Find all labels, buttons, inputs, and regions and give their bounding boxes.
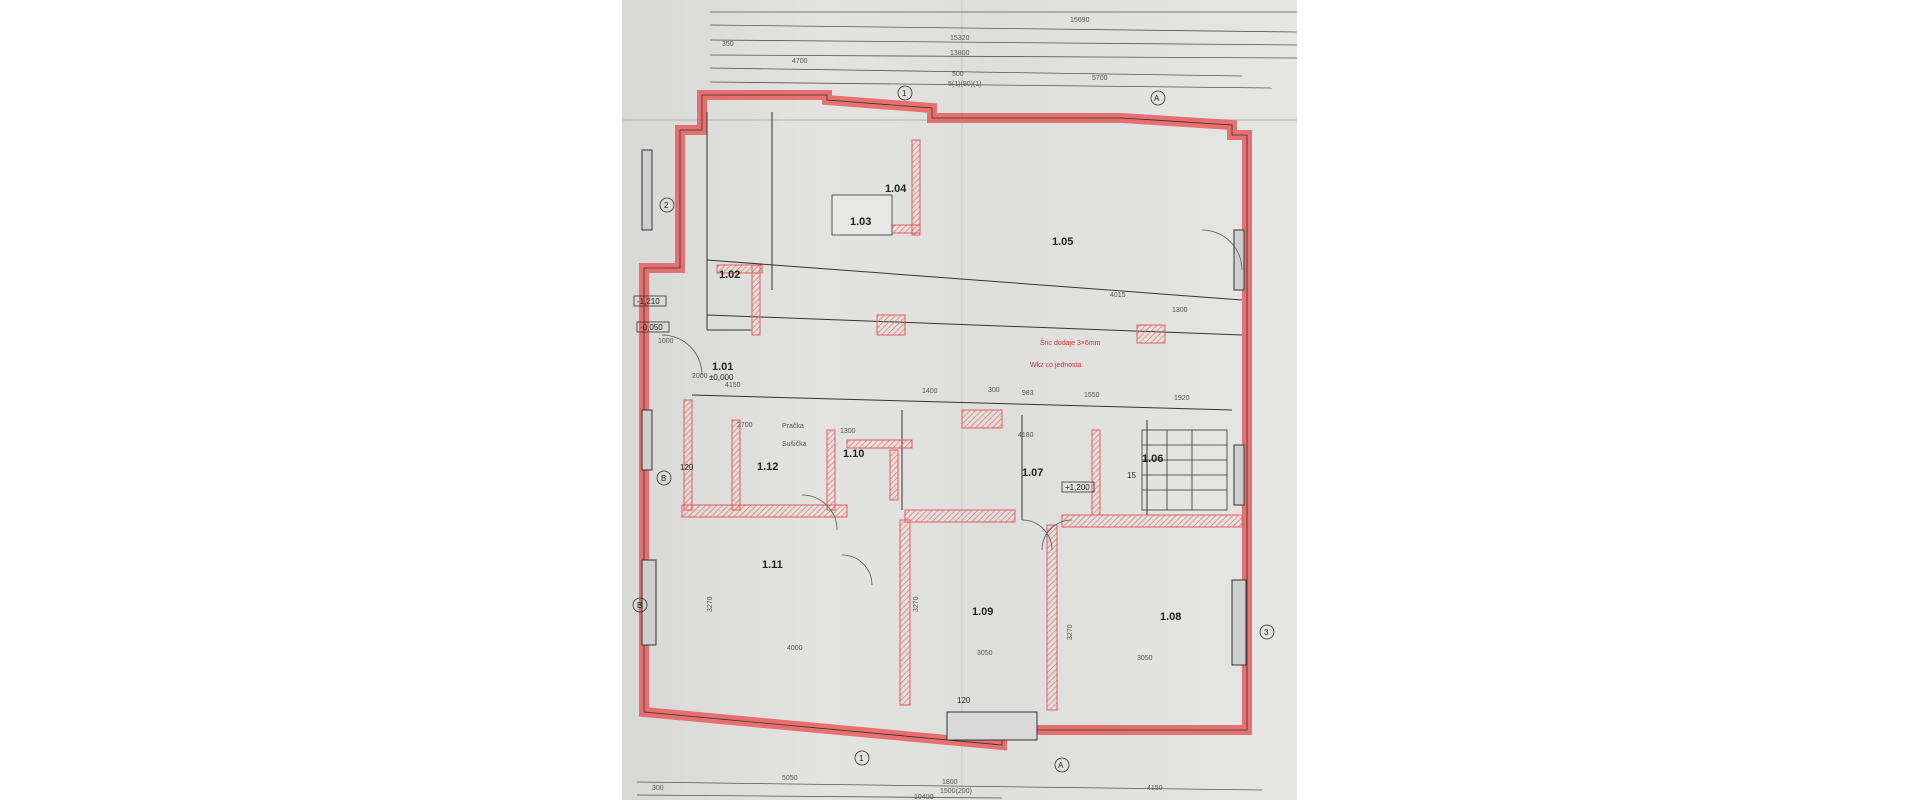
floor-plan: 15690 15320 13800 350 4700 500 5(1)(90)(… [622,0,1297,800]
note-1: Šnc dodaje 3×6mm [1040,338,1101,347]
note-5: 120 [680,463,694,472]
level-box-3 [1061,481,1095,493]
masonry-walls [681,139,1243,711]
level-box-1 [633,295,667,307]
svg-text:1300: 1300 [1172,307,1188,314]
note-4: Sušička [782,441,807,448]
dim-top-1: 15690 [1070,17,1090,24]
svg-text:1300: 1300 [840,428,856,435]
dim-bottom-4: 1500(200) [940,788,972,795]
svg-text:1: 1 [902,89,907,98]
room-label-1-10: 1.10 [843,448,864,460]
svg-text:1550: 1550 [1084,392,1100,399]
svg-text:3270: 3270 [1067,624,1074,640]
svg-text:983: 983 [1022,390,1034,397]
svg-text:2: 2 [664,201,669,210]
svg-text:B: B [661,474,666,483]
room-label-1-03: 1.03 [850,216,871,228]
level-box-2 [636,321,670,333]
dim-bottom-2: 5050 [782,775,798,782]
svg-text:3050: 3050 [977,650,993,657]
room-label-1-01: 1.01 [712,361,733,373]
dim-top-3: 13800 [950,50,970,57]
svg-text:B: B [637,601,642,610]
svg-text:300: 300 [988,387,1000,394]
room-label-1-07: 1.07 [1022,467,1043,479]
svg-text:3: 3 [1264,628,1269,637]
svg-text:1000: 1000 [658,338,674,345]
room-label-1-08: 1.08 [1160,611,1181,623]
exterior-walls [639,90,1252,751]
level-mark-1: -1,210 [637,297,660,306]
dim-bottom-6: 10400 [914,794,934,800]
dim-top-7: 5(1)(90)(1) [948,81,981,88]
room-label-1-05: 1.05 [1052,236,1073,248]
windows [641,149,1247,741]
svg-text:2700: 2700 [737,422,753,429]
dim-bottom-5: 4150 [1147,785,1163,792]
svg-text:3270: 3270 [913,596,920,612]
top-dimension-chains [709,11,1297,89]
svg-text:4000: 4000 [787,645,803,652]
svg-text:A: A [1058,761,1064,770]
room-label-1-09: 1.09 [972,606,993,618]
svg-text:1400: 1400 [922,388,938,395]
svg-text:3270: 3270 [707,596,714,612]
dim-top-8: 5700 [1092,75,1108,82]
room-label-1-02: 1.02 [719,269,740,281]
room-level-1-01: ±0,000 [709,373,734,382]
svg-text:1920: 1920 [1174,395,1190,402]
svg-text:1: 1 [859,754,864,763]
dim-top-2: 15320 [950,35,970,42]
svg-text:3050: 3050 [1137,655,1153,662]
dim-top-6: 500 [952,71,964,78]
level-mark-2: -0,050 [640,323,663,332]
note-3: Pračka [782,423,804,430]
room-label-1-12: 1.12 [757,461,778,473]
note-7: 15 [1127,471,1136,480]
dim-top-4: 350 [722,41,734,48]
door-swings [661,229,1243,586]
axis-markers: 1 A 2 B 3 A 1 B [632,85,1275,773]
dim-bottom-1: 300 [652,785,664,792]
room-label-1-11: 1.11 [762,559,783,571]
dim-bottom-3: 1800 [942,779,958,786]
dim-top-5: 4700 [792,58,808,65]
inner-dimensions: 4000 3050 3050 4180 2700 1300 4015 1300 … [658,292,1190,662]
stairs [831,194,1228,511]
svg-text:4015: 4015 [1110,292,1126,299]
room-label-1-06: 1.06 [1142,453,1163,465]
level-mark-3: +1,200 [1065,483,1090,492]
bottom-dimension-chain [636,781,1263,799]
note-6: 120 [957,696,971,705]
svg-text:2000: 2000 [692,373,708,380]
svg-text:4180: 4180 [1018,432,1034,439]
svg-text:4150: 4150 [725,382,741,389]
note-2: Wkz co jednosta [1030,362,1081,369]
room-label-1-04: 1.04 [885,183,907,195]
plan-sheet: 15690 15320 13800 350 4700 500 5(1)(90)(… [622,0,1297,800]
svg-text:A: A [1154,94,1160,103]
